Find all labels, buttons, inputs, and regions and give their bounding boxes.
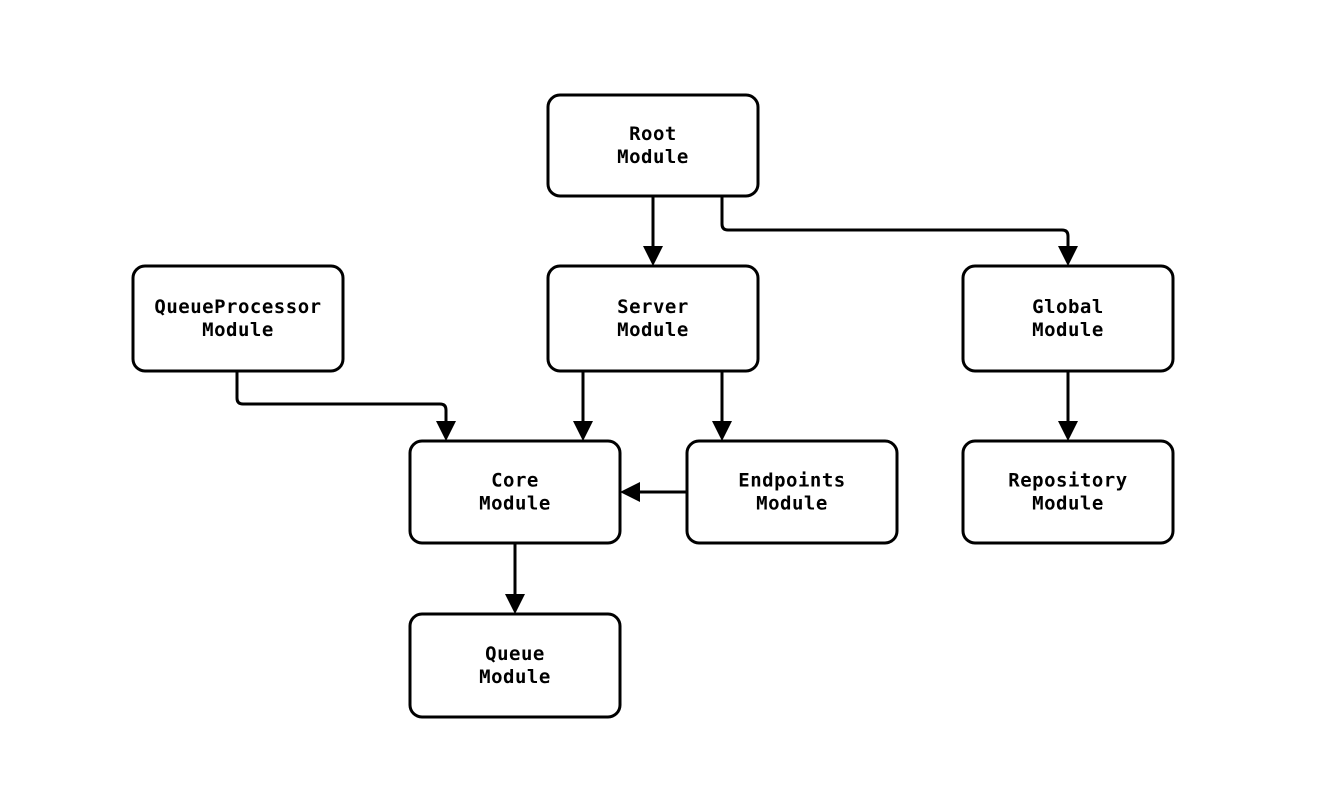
edge-endpoints-to-core	[620, 482, 687, 502]
repository-module-node-label-line1: Repository	[1008, 470, 1127, 492]
edge-global-to-repository	[1058, 371, 1078, 441]
global-module-node-label-line1: Global	[1032, 296, 1104, 318]
edge-server-to-endpoints	[712, 371, 732, 441]
endpoints-module-node-label-line2: Module	[756, 493, 828, 515]
edge-server-to-core-arrowhead-icon	[573, 421, 593, 441]
edge-queueprocessor-to-core-line	[235, 371, 448, 428]
core-module-node-label-line1: Core	[491, 470, 539, 492]
server-module-node-box[interactable]	[546, 264, 760, 373]
edges-layer	[235, 196, 1078, 614]
nodes-layer: RootModuleQueueProcessorModuleServerModu…	[131, 93, 1175, 719]
endpoints-module-node-box[interactable]	[685, 439, 899, 545]
edge-root-to-global-line	[720, 196, 1070, 253]
root-module-node-box[interactable]	[546, 93, 760, 198]
root-module-node-label-line1: Root	[629, 123, 677, 145]
edge-global-to-repository-arrowhead-icon	[1058, 421, 1078, 441]
edge-queueprocessor-to-core-arrowhead-icon	[436, 421, 456, 441]
edge-queueprocessor-to-core	[235, 371, 456, 441]
edge-server-to-core	[573, 371, 593, 441]
edge-endpoints-to-core-arrowhead-icon	[620, 482, 640, 502]
repository-module-node-box[interactable]	[961, 439, 1175, 545]
queueprocessor-module-node-label-line2: Module	[202, 319, 274, 341]
edge-root-to-server	[643, 196, 663, 266]
core-module-node-label-line2: Module	[479, 493, 551, 515]
edge-root-to-global	[720, 196, 1078, 266]
core-module-node-box[interactable]	[408, 439, 622, 545]
repository-module-node-label-line2: Module	[1032, 493, 1104, 515]
root-module-node-label-line2: Module	[617, 146, 689, 168]
global-module-node-box[interactable]	[961, 264, 1175, 373]
edge-server-to-endpoints-arrowhead-icon	[712, 421, 732, 441]
server-module-node-label-line2: Module	[617, 319, 689, 341]
queueprocessor-module-node-label-line1: QueueProcessor	[154, 296, 321, 318]
global-module-node-label-line2: Module	[1032, 319, 1104, 341]
queueprocessor-module-node-box[interactable]	[131, 264, 345, 373]
edge-root-to-global-arrowhead-icon	[1058, 246, 1078, 266]
edge-root-to-server-arrowhead-icon	[643, 246, 663, 266]
server-module-node-label-line1: Server	[617, 296, 689, 318]
endpoints-module-node-label-line1: Endpoints	[738, 470, 845, 492]
queue-module-node-label-line2: Module	[479, 666, 551, 688]
queue-module-node-label-line1: Queue	[485, 643, 545, 665]
queue-module-node-box[interactable]	[408, 612, 622, 719]
edge-core-to-queue-arrowhead-icon	[505, 594, 525, 614]
edge-core-to-queue	[505, 543, 525, 614]
